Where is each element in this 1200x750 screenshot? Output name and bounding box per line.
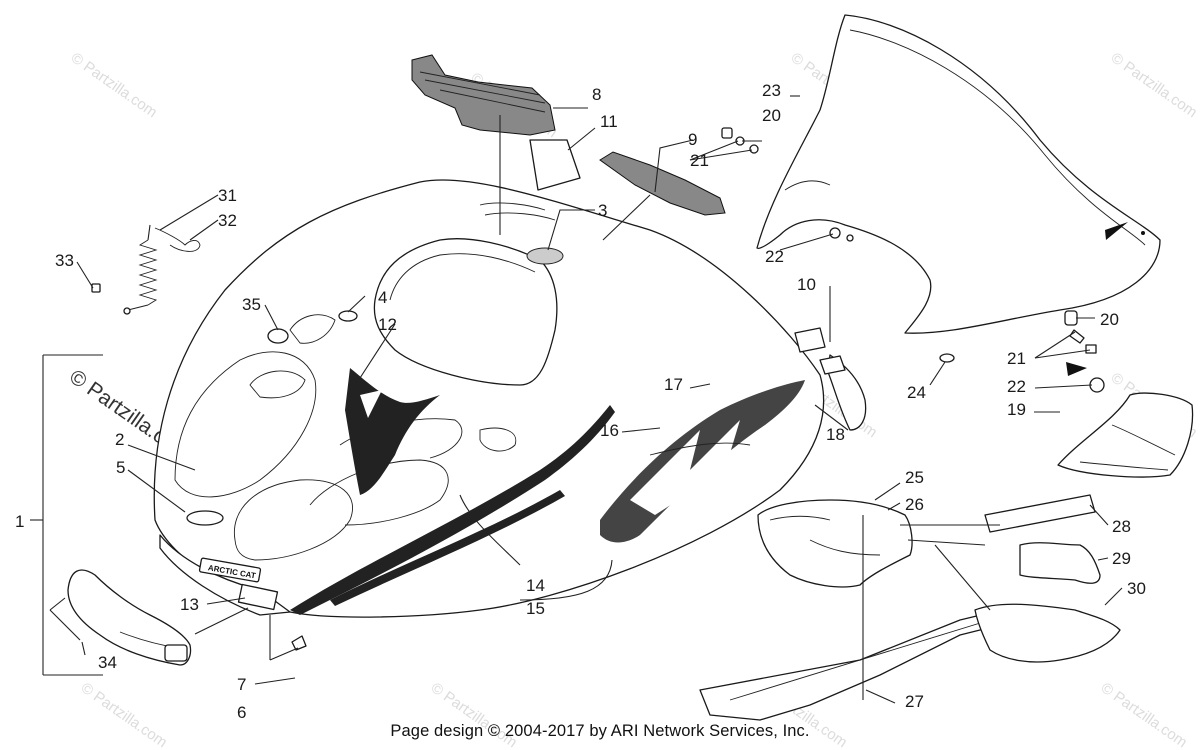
callout-5: 5 [116,458,125,477]
callout-23: 23 [762,81,781,100]
hood-assembly: ARCTIC CAT [153,179,867,618]
callout-14: 14 [526,576,545,595]
callout-20: 20 [1100,310,1119,329]
watermark-text: © Partzilla.com [68,49,161,121]
badge-3 [526,247,564,265]
hardware-7 [291,635,307,651]
callout-34: 34 [98,653,117,672]
callout-13: 13 [180,595,199,614]
callout-2: 2 [115,430,124,449]
badge-35 [267,328,289,344]
callout-21: 21 [690,151,709,170]
callout-35: 35 [242,295,261,314]
callout-24: 24 [907,383,926,402]
callout-27: 27 [905,692,924,711]
callout-28: 28 [1112,517,1131,536]
callout-21: 21 [1007,349,1026,368]
callout-29: 29 [1112,549,1131,568]
leader-lines [30,95,1123,704]
callout-25: 25 [905,468,924,487]
badge-4 [338,310,358,322]
callout-22: 22 [1007,377,1026,396]
decal-24 [939,353,955,363]
callout-17: 17 [664,375,683,394]
callout-32: 32 [218,211,237,230]
badge-5 [186,510,224,526]
top-decals [411,54,846,375]
windshield-hardware-upper [721,127,854,242]
callout-19: 19 [1007,400,1026,419]
callout-20: 20 [762,106,781,125]
callout-numbers: 1 2 3 4 5 6 7 8 9 10 11 12 13 14 15 16 1… [15,81,1146,722]
callout-11: 11 [600,112,618,131]
callout-16: 16 [600,421,619,440]
callout-12: 12 [378,315,397,334]
callout-9: 9 [688,130,697,149]
callout-8: 8 [592,85,601,104]
callout-4: 4 [378,288,387,307]
callout-30: 30 [1127,579,1146,598]
tunnel [699,515,1011,721]
callout-22: 22 [765,247,784,266]
callout-18: 18 [826,425,845,444]
callout-7: 7 [237,675,246,694]
lower-panel-6 [67,569,192,666]
seat-pads [974,494,1121,663]
hand-deflector [1057,392,1194,478]
console-panel [757,499,913,588]
watermark-text: © Partzilla.com [1108,49,1200,121]
hood-latch-spring [91,224,201,315]
callout-26: 26 [905,495,924,514]
callout-6: 6 [237,703,246,722]
callout-1: 1 [15,512,24,531]
callout-15: 15 [526,599,545,618]
deflector-hardware [1064,310,1105,393]
callout-31: 31 [218,186,237,205]
page-footer: Page design © 2004-2017 by ARI Network S… [390,722,810,740]
callout-33: 33 [55,251,74,270]
windshield [756,14,1161,334]
callout-3: 3 [598,201,607,220]
callout-10: 10 [797,275,816,294]
